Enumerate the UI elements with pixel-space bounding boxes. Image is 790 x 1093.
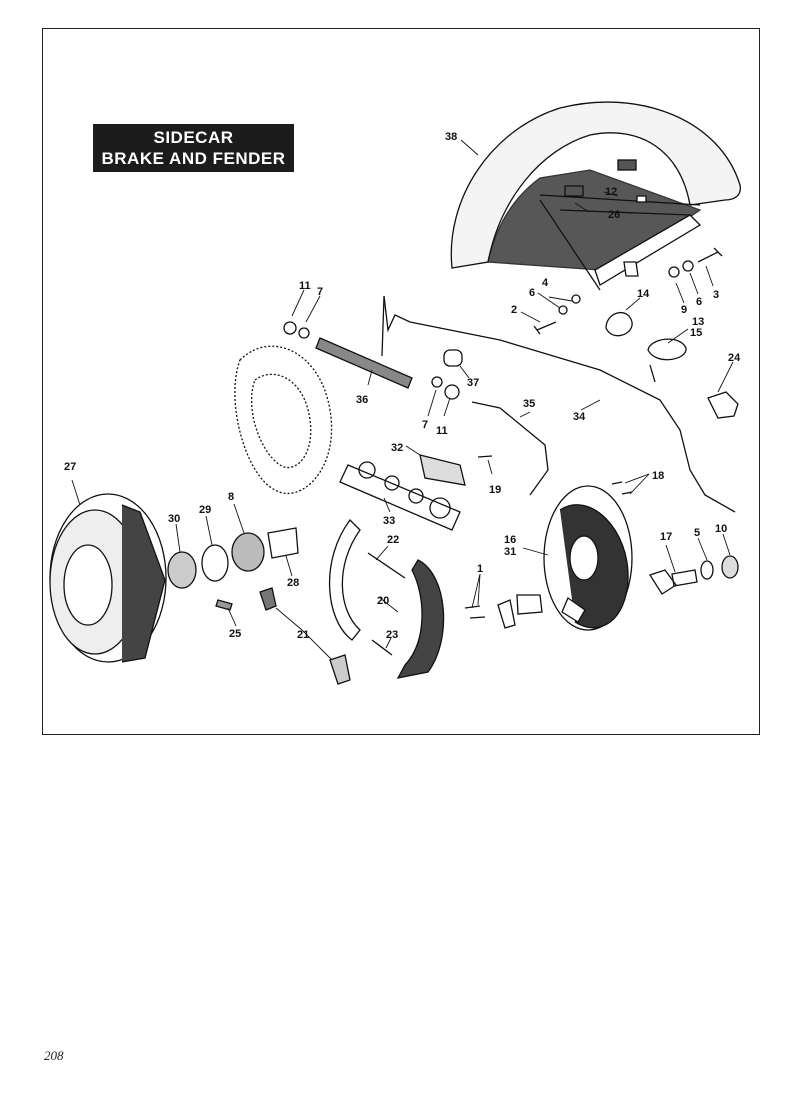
callout-21: 21 [297,629,309,641]
brake-shoes [328,519,445,679]
callout-7b: 7 [422,419,428,431]
callout-10: 10 [715,523,727,535]
callout-14: 14 [637,288,650,300]
callout-28: 28 [287,577,299,589]
leader-lines [71,139,734,661]
callout-17: 17 [660,531,672,543]
callout-26: 26 [608,209,620,221]
callout-22: 22 [387,534,399,546]
callout-33: 33 [383,515,395,527]
callout-6b: 6 [696,296,702,308]
page-number: 208 [44,1048,64,1063]
callout-31: 31 [504,546,516,558]
callout-7a: 7 [317,286,323,298]
callout-38: 38 [445,131,457,143]
fender-hardware [533,247,739,419]
callout-16: 16 [504,534,516,546]
callout-18: 18 [652,470,664,482]
callout-6a: 6 [529,287,535,299]
diagram-title: SIDECAR BRAKE AND FENDER [93,124,294,172]
callout-37: 37 [467,377,479,389]
callout-20: 20 [377,595,389,607]
callout-5: 5 [694,527,700,539]
callout-3: 3 [713,289,719,301]
diagram-frame [42,28,760,735]
callout-36: 36 [356,394,368,406]
callout-34: 34 [573,411,586,423]
callout-24: 24 [728,352,741,364]
backing-plate-dotted [234,345,333,495]
title-line-2: BRAKE AND FENDER [101,149,286,168]
brake-hose [471,401,549,496]
callout-11b: 11 [436,425,448,437]
callout-35: 35 [523,398,535,410]
callout-labels: 38 12 26 3 6 9 4 6 2 14 13 15 24 11 7 36… [64,131,741,641]
callout-12: 12 [605,186,617,198]
callout-13: 13 [692,316,704,328]
callout-11a: 11 [299,280,311,292]
pivot-hardware [477,455,739,595]
callout-30: 30 [168,513,180,525]
callout-1: 1 [477,563,483,575]
callout-15: 15 [690,327,702,339]
callout-27: 27 [64,461,76,473]
callout-19: 19 [489,484,501,496]
wheel-cylinder [339,454,466,531]
callout-2: 2 [511,304,517,316]
callout-29: 29 [199,504,211,516]
callout-9: 9 [681,304,687,316]
callout-8: 8 [228,491,234,503]
axle [283,321,463,400]
fender [450,101,741,291]
callout-4: 4 [542,277,549,289]
brake-line [383,295,736,513]
callout-32: 32 [391,442,403,454]
title-line-1: SIDECAR [153,128,234,147]
callout-25: 25 [229,628,241,640]
bearings [167,527,299,589]
backing-plate [543,485,633,631]
callout-23: 23 [386,629,398,641]
small-parts [215,587,543,685]
brake-drum [49,493,167,663]
